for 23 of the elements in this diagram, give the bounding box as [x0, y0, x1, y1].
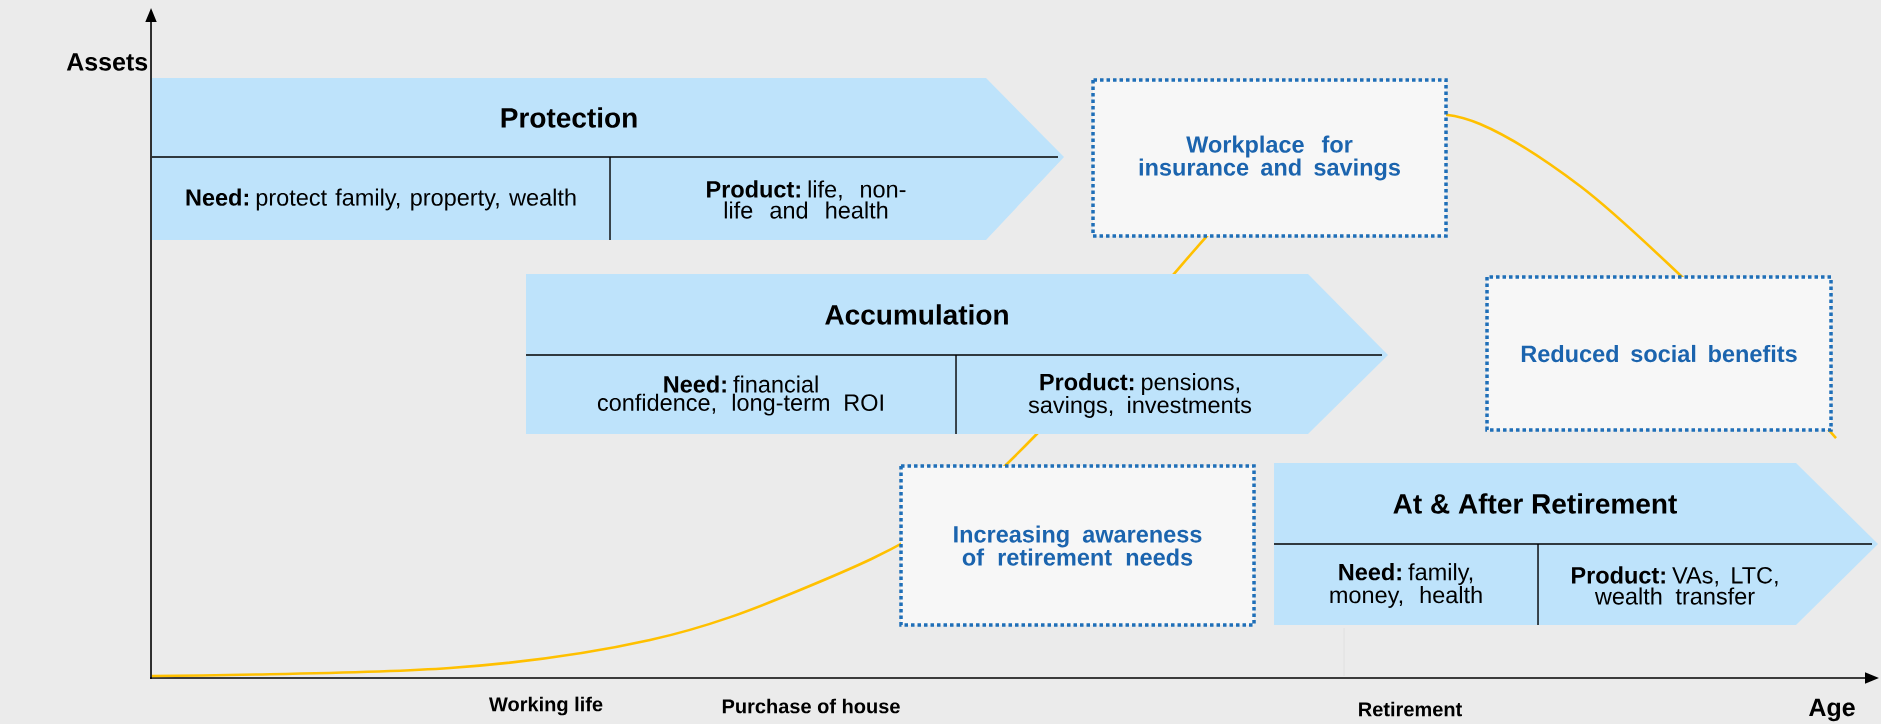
need-text: Need: family, money, health — [1330, 563, 1482, 608]
callout-text: Reduced social benefits — [1521, 344, 1797, 363]
callout-text: Increasing awareness of retirement needs — [954, 525, 1202, 566]
milestone-label: Retirement — [1359, 701, 1462, 717]
band-heading: At & After Retirement — [1393, 493, 1677, 514]
milestone-label: Working life — [489, 696, 603, 716]
callout-box — [899, 464, 1256, 627]
product-text: Product: life, non-life and health — [707, 180, 906, 219]
callout-box — [1485, 275, 1833, 432]
callout-text: Workplace for insurance and savings — [1139, 135, 1400, 181]
arrow-band — [151, 78, 1064, 241]
arrow-band — [525, 274, 1388, 435]
axis-label: Age — [1809, 698, 1855, 722]
need-text: Need: protect family, property, wealth — [186, 188, 576, 211]
arrow-band — [1273, 463, 1878, 626]
callout-box — [1091, 78, 1448, 238]
milestone-label: Purchase of house — [722, 698, 900, 714]
need-text: Need: financial confidence, long-term ROI — [597, 375, 883, 416]
band-heading: Protection — [501, 107, 637, 128]
band-heading: Accumulation — [825, 304, 1008, 325]
axis-label: Assets — [66, 53, 148, 71]
product-text: Product: pensions, savings, investments — [1028, 373, 1252, 418]
product-text: Product: VAs, LTC, wealth transfer — [1572, 566, 1778, 605]
